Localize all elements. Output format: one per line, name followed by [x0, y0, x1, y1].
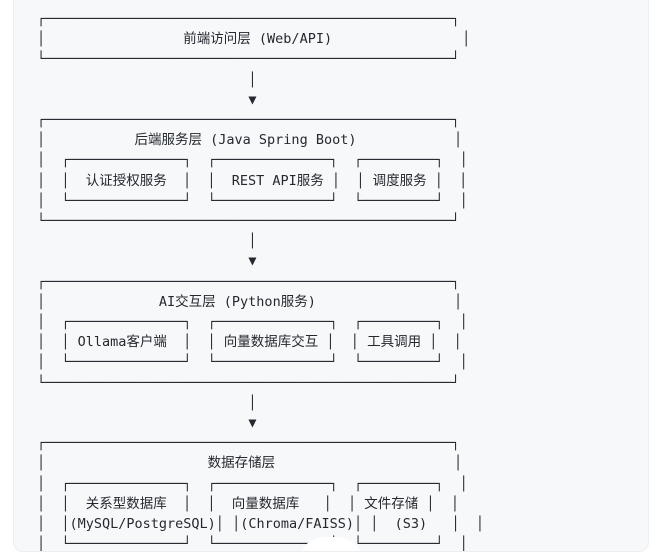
code-block-container: ┌───────────────────────────────────────… — [13, 0, 649, 552]
architecture-ascii-diagram: ┌───────────────────────────────────────… — [37, 11, 485, 552]
bottom-overlay-nub — [302, 537, 360, 551]
